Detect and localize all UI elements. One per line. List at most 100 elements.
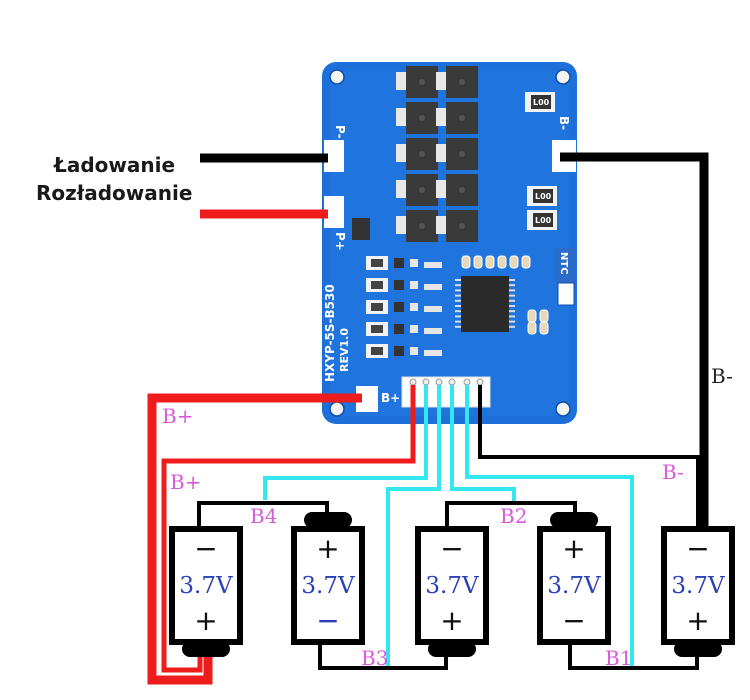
cell-voltage: 3.7V (547, 573, 601, 599)
wire-b-plus-balance (161, 385, 416, 673)
wire-balance-b1 (465, 385, 634, 668)
ntc-label: NTC (558, 252, 569, 275)
pad-p-plus-label: P+ (333, 232, 347, 251)
label-b4: B4 (250, 504, 277, 528)
pad-b-plus (356, 386, 378, 412)
shunt-resistor: L00 (525, 92, 555, 112)
battery-cells: − 3.7V + +3.7V − − 3.7V + +3.7V − − 3.7V + (169, 512, 735, 657)
label-b-minus-lower: B- (662, 460, 684, 484)
label-b-plus-inner: B+ (170, 470, 201, 494)
cell-bottom-sign: + (194, 604, 217, 637)
mounting-hole (555, 69, 571, 85)
cell-voltage: 3.7V (425, 573, 479, 599)
cell-top-sign: − (194, 532, 217, 565)
battery-cell: +3.7V − (291, 512, 365, 645)
pad-p-minus-label: P- (333, 125, 347, 139)
bms-board: P- P+ B- B+ HXYP-5S-B530 REV1.0 NTC L00 … (322, 62, 577, 424)
positive-terminal-cap (304, 512, 352, 528)
connector-pin (422, 378, 430, 386)
label-b3: B3 (361, 646, 388, 670)
pad-p-minus (324, 140, 344, 172)
mosfet (436, 66, 478, 98)
balance-connector (401, 376, 491, 408)
smd-component (461, 255, 471, 269)
transistor (394, 302, 404, 312)
link-cell4-cell5 (568, 640, 699, 670)
smd-component (527, 309, 537, 323)
board-revision-label: REV1.0 (338, 328, 351, 372)
mosfet (396, 138, 438, 170)
svg-text:L00: L00 (533, 98, 550, 107)
pad-b-minus-label: B- (557, 116, 571, 130)
pad-p-plus (324, 196, 344, 228)
battery-cell: − 3.7V + (415, 526, 489, 657)
smd-component (509, 255, 519, 269)
cell-voltage: 3.7V (671, 573, 725, 599)
board-model-label: HXYP-5S-B530 (323, 284, 337, 382)
transistor (394, 258, 404, 268)
transistor (394, 346, 404, 356)
wire-b-minus-main (560, 152, 709, 530)
transistor (394, 324, 404, 334)
mounting-hole (329, 401, 345, 417)
wire-b-plus-main (147, 393, 362, 685)
discharging-label: Rozładowanie (36, 181, 192, 205)
cell-bottom-sign: − (562, 604, 585, 637)
connector-pin (448, 378, 456, 386)
battery-cell: − 3.7V + (661, 526, 735, 657)
mosfet (396, 210, 438, 242)
label-b2: B2 (500, 504, 527, 528)
cell-top-sign: − (440, 532, 463, 565)
wire-balance-b4 (263, 385, 428, 500)
cell-bottom-sign: + (686, 604, 709, 637)
shunt-resistor: L00 (527, 186, 557, 206)
mosfet (436, 138, 478, 170)
diode (352, 218, 370, 240)
smd-component (527, 321, 537, 335)
cell-bottom-sign: − (316, 604, 339, 637)
positive-terminal-cap (674, 641, 722, 657)
ic-pins (455, 279, 515, 328)
wire-b-minus-balance (478, 385, 700, 530)
shunt-resistor: L00 (527, 210, 557, 230)
cell-bottom-sign: + (440, 604, 463, 637)
smd-component (539, 309, 549, 323)
connector-pin (463, 378, 471, 386)
pad-b-plus-label: B+ (381, 391, 400, 405)
mounting-hole (329, 69, 345, 85)
mosfet-array (396, 66, 478, 242)
positive-terminal-cap (550, 512, 598, 528)
smd-component (497, 255, 507, 269)
smd-component (539, 321, 549, 335)
ntc-connector (557, 282, 575, 306)
cell-top-sign: + (562, 532, 585, 565)
wire-balance-b3 (386, 385, 441, 668)
cell-top-sign: + (316, 532, 339, 565)
cell-voltage: 3.7V (301, 573, 355, 599)
connector-pin (476, 378, 484, 386)
label-b1: B1 (605, 646, 632, 670)
connector-pin (409, 378, 417, 386)
cell-top-sign: − (686, 532, 709, 565)
mosfet (436, 174, 478, 206)
mosfet (396, 174, 438, 206)
label-b-plus-outer: B+ (162, 404, 193, 428)
mosfet (436, 210, 478, 242)
link-cell3-cell4 (445, 501, 577, 530)
balance-components (366, 255, 549, 358)
link-cell1-cell2 (197, 501, 329, 530)
positive-terminal-cap (182, 641, 230, 657)
mosfet (436, 102, 478, 134)
charging-label: Ładowanie (53, 153, 175, 177)
control-ic (461, 276, 509, 332)
positive-terminal-cap (428, 641, 476, 657)
transistor (394, 280, 404, 290)
label-b-minus-right: B- (711, 364, 733, 388)
battery-cell: +3.7V − (537, 512, 611, 645)
mosfet (396, 66, 438, 98)
svg-text:L00: L00 (535, 216, 552, 225)
smd-component (521, 255, 531, 269)
cell-voltage: 3.7V (179, 573, 233, 599)
mosfet (396, 102, 438, 134)
